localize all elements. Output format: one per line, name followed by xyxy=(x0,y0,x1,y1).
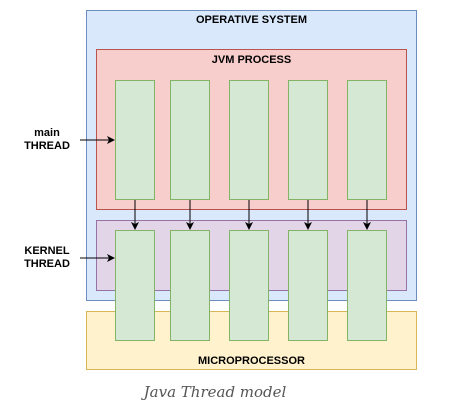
main-thread-label: main THREAD xyxy=(17,127,77,153)
kernel-thread-label-line1: KERNEL xyxy=(24,245,70,257)
jvm-thread xyxy=(347,80,387,200)
kernel-thread xyxy=(115,230,155,341)
jvm-thread xyxy=(288,80,328,200)
main-thread-label-line2: THREAD xyxy=(24,140,70,152)
operative-system-title: OPERATIVE SYSTEM xyxy=(195,14,308,26)
kernel-thread xyxy=(347,230,387,341)
main-thread-label-line1: main xyxy=(34,127,60,139)
microprocessor-title: MICROPROCESSOR xyxy=(198,355,305,367)
kernel-thread-label: KERNEL THREAD xyxy=(17,245,77,271)
jvm-process-title: JVM PROCESS xyxy=(211,54,292,66)
jvm-thread xyxy=(170,80,210,200)
kernel-thread xyxy=(170,230,210,341)
figure-caption: Java Thread model xyxy=(143,383,287,401)
kernel-thread xyxy=(288,230,328,341)
kernel-thread-label-line2: THREAD xyxy=(24,258,70,270)
kernel-thread xyxy=(229,230,269,341)
jvm-thread xyxy=(115,80,155,200)
jvm-thread xyxy=(229,80,269,200)
